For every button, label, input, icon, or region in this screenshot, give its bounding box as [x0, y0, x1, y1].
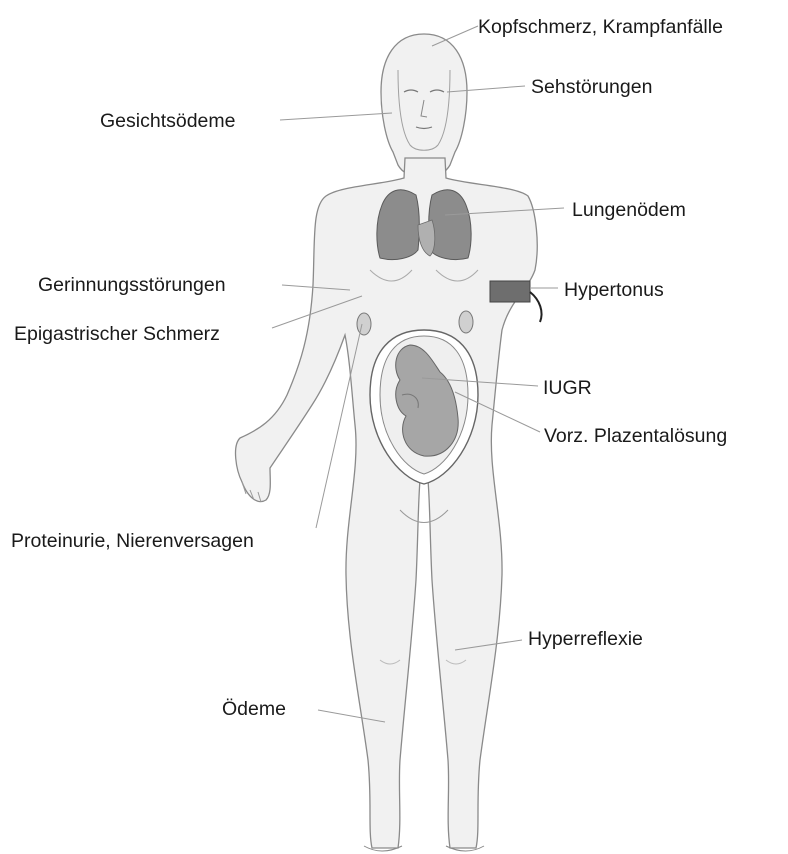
- label-gerinnung: Gerinnungsstörungen: [38, 274, 226, 296]
- label-iugr: IUGR: [543, 377, 592, 399]
- cuff-tube: [530, 292, 542, 322]
- label-epigastrisch: Epigastrischer Schmerz: [14, 323, 220, 345]
- label-sehstoerungen: Sehstörungen: [531, 76, 652, 98]
- label-plazenta: Vorz. Plazentalösung: [544, 425, 727, 447]
- label-oedeme: Ödeme: [222, 698, 286, 720]
- right-kidney: [459, 311, 473, 333]
- body-silhouette: [236, 158, 538, 848]
- leader-gesichtsoedeme: [280, 113, 392, 120]
- label-kopfschmerz: Kopfschmerz, Krampfanfälle: [478, 16, 723, 38]
- left-kidney: [357, 313, 371, 335]
- label-proteinurie: Proteinurie, Nierenversagen: [11, 530, 254, 552]
- label-hypertonus: Hypertonus: [564, 279, 664, 301]
- head: [381, 34, 467, 178]
- blood-pressure-cuff: [490, 281, 530, 302]
- label-lungenoedem: Lungenödem: [572, 199, 686, 221]
- label-hyperreflexie: Hyperreflexie: [528, 628, 643, 650]
- label-gesichtsoedeme: Gesichtsödeme: [100, 110, 235, 132]
- top-strip: [0, 0, 788, 4]
